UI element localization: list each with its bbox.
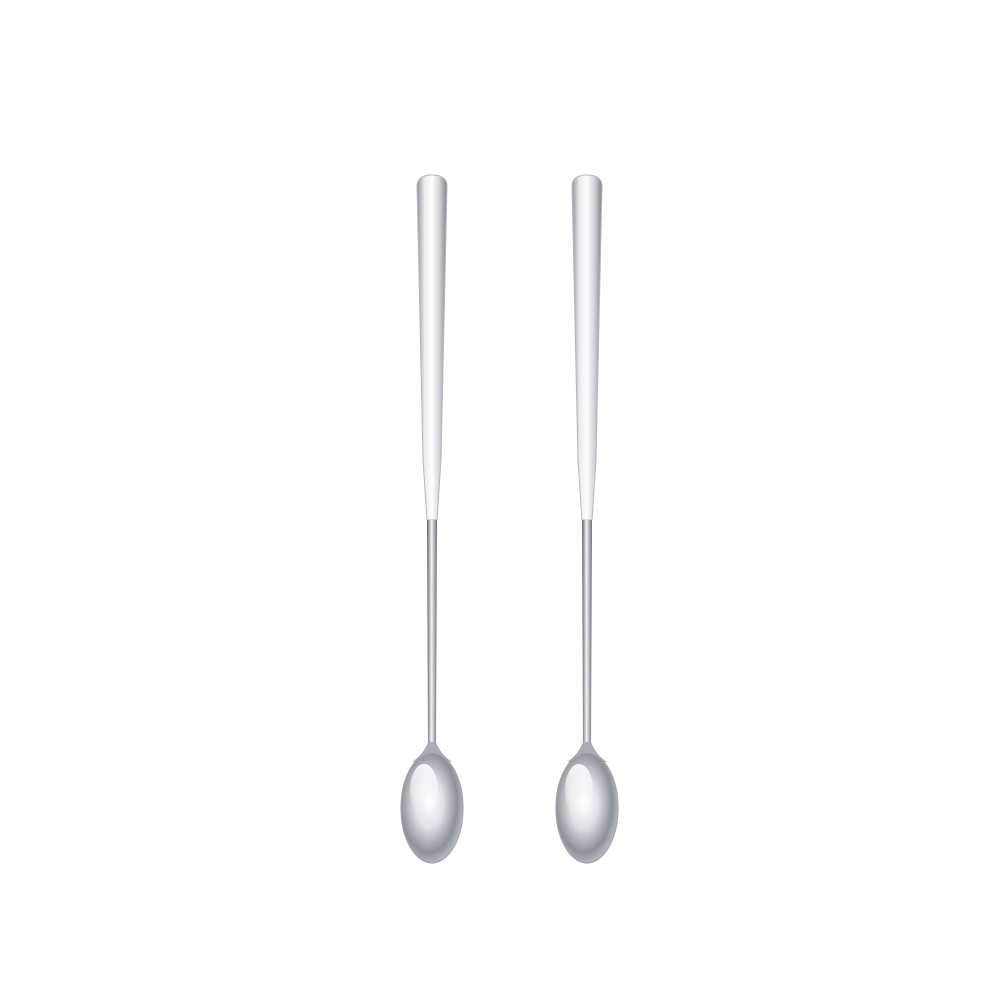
spoon-right-stem	[582, 520, 592, 745]
spoon-right-bowl-highlight	[565, 764, 593, 816]
spoon-left	[400, 174, 464, 864]
spoon-left-stem	[427, 520, 437, 745]
spoon-right-handle	[571, 174, 603, 521]
spoon-right	[555, 174, 619, 864]
spoon-left-bowl-highlight	[410, 764, 438, 816]
spoon-left-handle	[416, 174, 448, 521]
